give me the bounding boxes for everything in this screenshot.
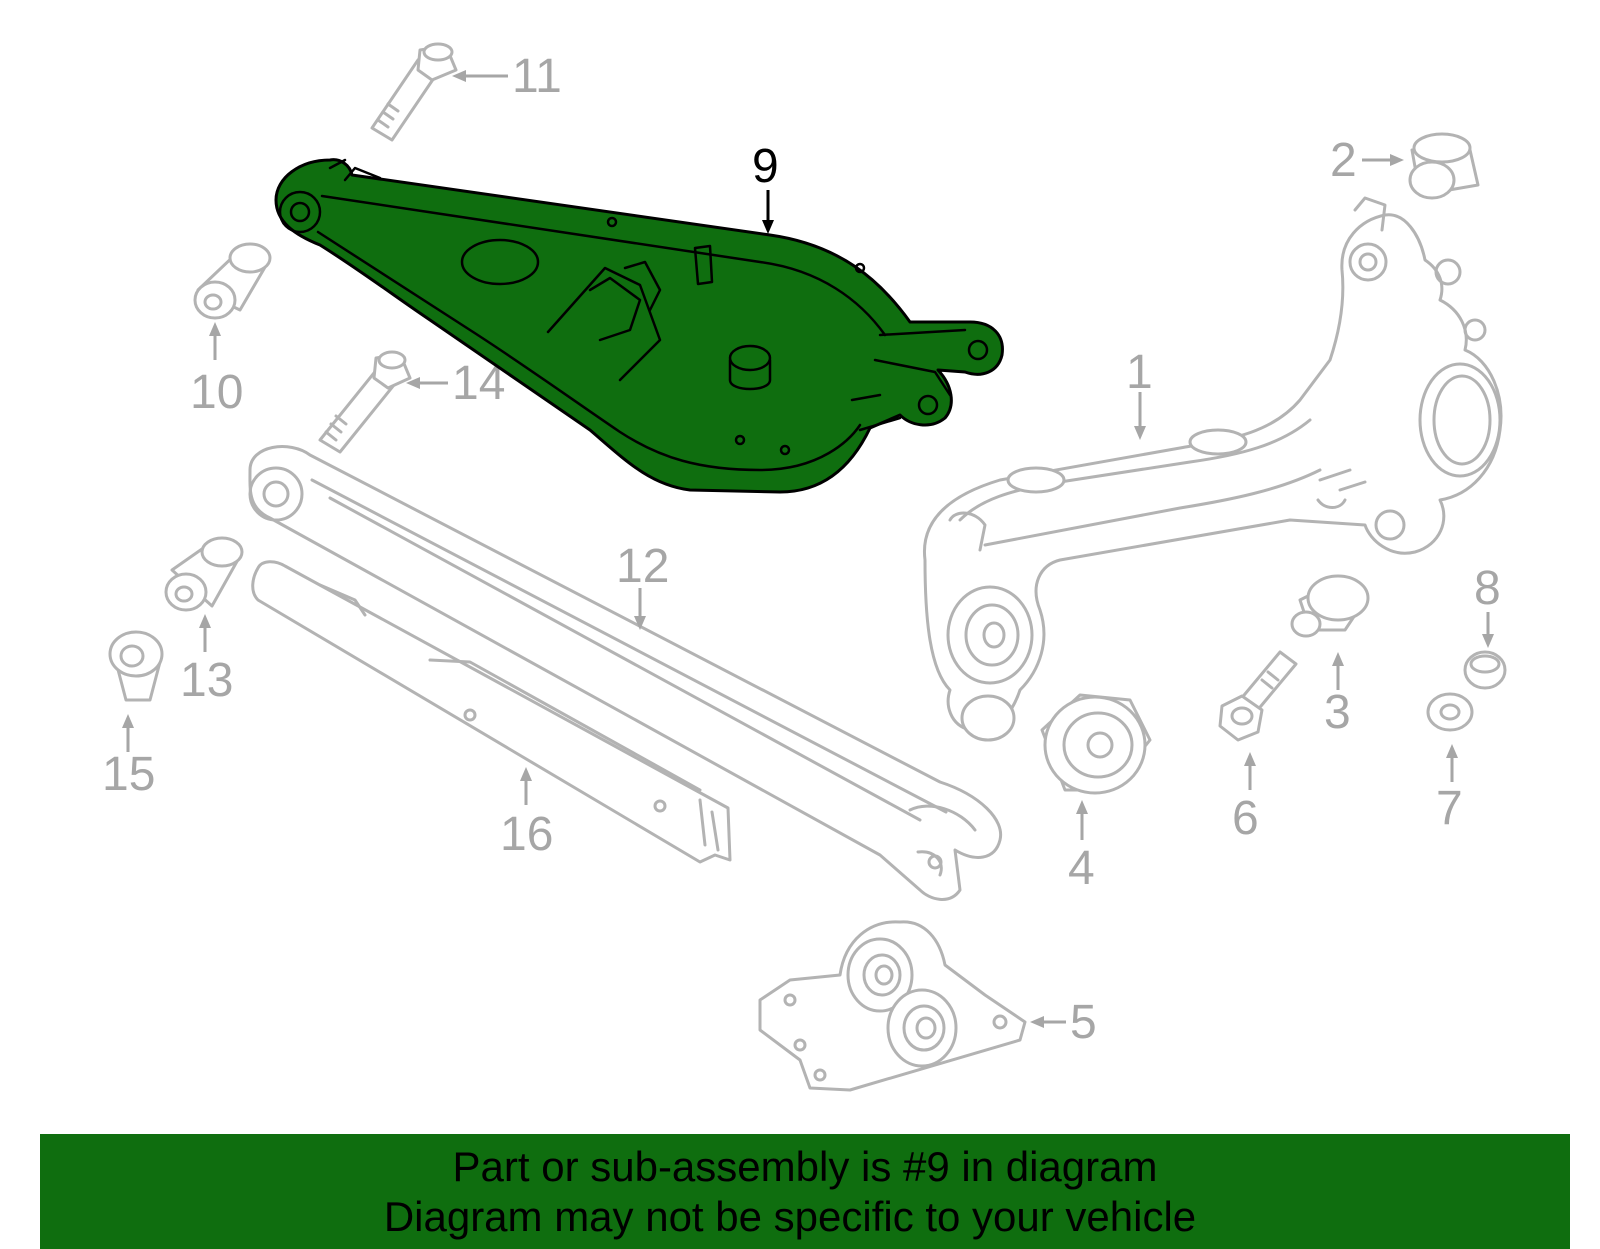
callout-16[interactable]: 16 xyxy=(500,808,553,861)
arrowhead-3 xyxy=(1332,652,1344,666)
callout-1[interactable]: 1 xyxy=(1126,346,1153,399)
part-12-control-arm[interactable] xyxy=(248,445,1003,901)
callout-2[interactable]: 2 xyxy=(1330,134,1357,187)
banner-line-1: Part or sub-assembly is #9 in diagram xyxy=(452,1142,1158,1190)
callout-3[interactable]: 3 xyxy=(1324,686,1351,739)
part-16-trailing-link[interactable] xyxy=(251,560,732,864)
arrowhead-4 xyxy=(1076,800,1088,814)
arrowhead-11 xyxy=(452,70,466,82)
arrowhead-13 xyxy=(199,614,211,628)
arrowhead-5 xyxy=(1030,1016,1044,1028)
arrowhead-1 xyxy=(1134,426,1146,440)
part-14-bolt[interactable] xyxy=(318,350,412,454)
part-11-bolt[interactable] xyxy=(370,42,458,142)
part-10-bushing[interactable] xyxy=(193,242,272,320)
callout-12[interactable]: 12 xyxy=(616,540,669,593)
part-6-bolt[interactable] xyxy=(1218,650,1298,742)
part-13-bushing[interactable] xyxy=(164,536,244,612)
arrowhead-12 xyxy=(634,616,646,630)
info-banner: Part or sub-assembly is #9 in diagram Di… xyxy=(40,1134,1570,1249)
part-5-mount[interactable] xyxy=(758,920,1027,1092)
arrowhead-8 xyxy=(1482,634,1494,648)
part-2-bushing[interactable] xyxy=(1408,132,1480,200)
arrowhead-10 xyxy=(209,322,221,336)
callout-4[interactable]: 4 xyxy=(1068,842,1095,895)
arrowhead-6 xyxy=(1244,752,1256,766)
arrowhead-15 xyxy=(122,714,134,728)
arrowhead-14 xyxy=(406,377,420,389)
callout-10[interactable]: 10 xyxy=(190,366,243,419)
part-7-washer[interactable] xyxy=(1426,692,1474,732)
callout-7[interactable]: 7 xyxy=(1436,782,1463,835)
arrowhead-7 xyxy=(1446,744,1458,758)
banner-line-2: Diagram may not be specific to your vehi… xyxy=(383,1192,1197,1240)
callout-9[interactable]: 9 xyxy=(752,140,779,193)
callout-13[interactable]: 13 xyxy=(180,654,233,707)
callout-15[interactable]: 15 xyxy=(102,748,155,801)
arrowhead-2 xyxy=(1390,154,1404,166)
callout-8[interactable]: 8 xyxy=(1474,562,1501,615)
part-4-bushing[interactable] xyxy=(1040,693,1152,795)
part-3-bushing[interactable] xyxy=(1290,574,1370,638)
arrowhead-9 xyxy=(762,220,774,234)
callout-5[interactable]: 5 xyxy=(1070,996,1097,1049)
part-15-clip[interactable] xyxy=(108,630,164,702)
part-9-lower-control-arm[interactable] xyxy=(274,158,1004,494)
callout-6[interactable]: 6 xyxy=(1232,792,1259,845)
part-1-knuckle[interactable] xyxy=(922,196,1503,742)
callout-11[interactable]: 11 xyxy=(512,50,562,103)
arrowhead-16 xyxy=(520,767,532,781)
part-8-nut[interactable] xyxy=(1463,650,1507,690)
